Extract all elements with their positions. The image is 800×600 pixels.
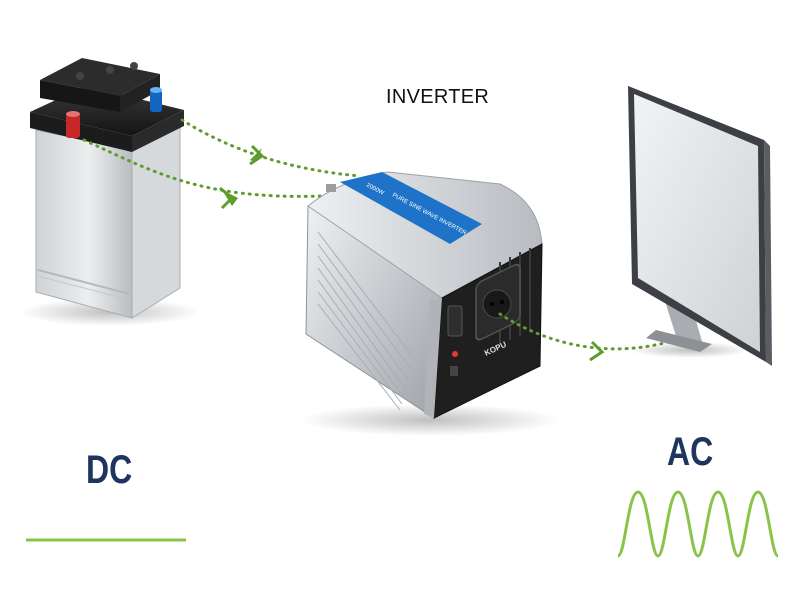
dc-label: DC <box>86 448 133 492</box>
inverter-icon: 2000W PURE SINE WAVE INVERTER <box>300 171 560 436</box>
ac-sine-wave-icon <box>616 490 780 558</box>
battery-icon <box>20 58 200 326</box>
monitor-icon <box>628 86 772 366</box>
flow-arrow-icon <box>219 186 235 210</box>
dc-flow-arrows <box>82 118 362 198</box>
diagram-title: INVERTER <box>386 86 490 108</box>
dc-flow-path-negative <box>82 138 322 198</box>
flow-arrow-icon <box>589 340 605 362</box>
flow-arrow-icon <box>249 144 265 166</box>
ac-label: AC <box>667 430 714 474</box>
dc-flow-path-positive <box>180 118 362 178</box>
